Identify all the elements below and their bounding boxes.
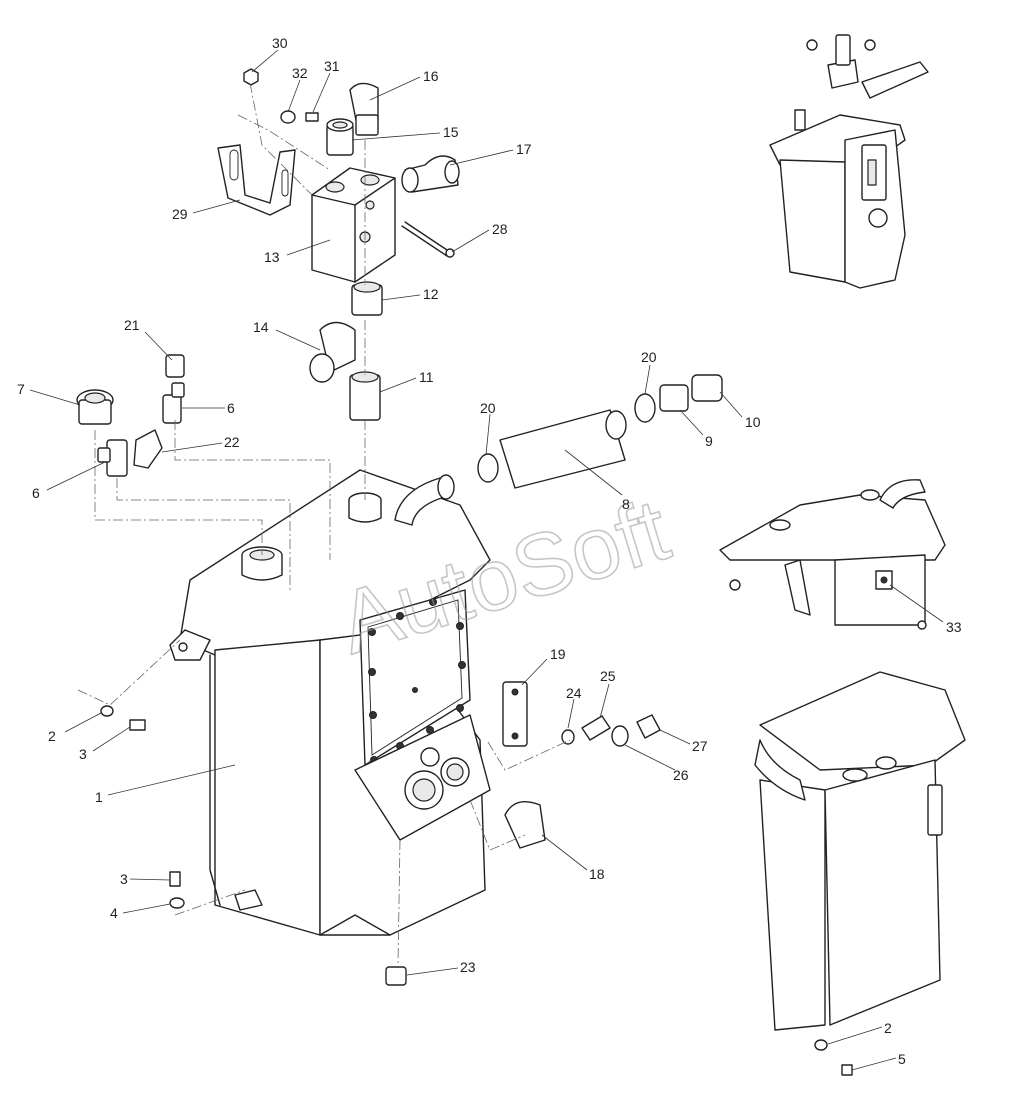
callout-20b: 20 [641,349,657,365]
callout-1: 1 [95,789,103,805]
callout-8: 8 [622,496,630,512]
hydraulic-tank [169,469,491,936]
washer-4 [169,897,185,909]
callout-31: 31 [324,58,340,74]
callout-29: 29 [172,206,188,222]
plug-27 [636,714,661,739]
callout-22: 22 [224,434,240,450]
seal-26 [611,725,629,747]
callout-32: 32 [292,65,308,81]
assembled-tank-view [769,34,929,289]
elbow-fitting-22 [133,429,163,469]
clamp-20b [634,393,656,423]
washer-2a [100,705,114,717]
callout-4: 4 [110,905,118,921]
sleeve-9 [659,384,689,412]
callout-28: 28 [492,221,508,237]
callout-25: 25 [600,668,616,684]
elbow-fitting-18 [504,801,546,849]
callout-2a: 2 [48,728,56,744]
fitting-15 [326,118,354,156]
callout-2b: 2 [884,1020,892,1036]
callout-9: 9 [705,433,713,449]
bolt-28 [404,221,451,253]
screw-3a [129,719,146,731]
callout-13: 13 [264,249,280,265]
callout-21: 21 [124,317,140,333]
washer-32 [280,110,296,124]
tee-fitting-6b [97,439,128,477]
cap-21 [165,354,185,378]
callout-14: 14 [253,319,269,335]
elbow-fitting-17 [401,155,460,193]
clamp-20a [477,453,499,483]
leader-lines [29,49,944,1071]
callout-17: 17 [516,141,532,157]
callout-26: 26 [673,767,689,783]
callout-labels: 30 32 31 16 15 17 29 28 13 12 14 21 11 7… [17,35,962,1067]
bolt-28-head [445,248,455,258]
hose-8 [499,409,627,489]
elbow-fitting-16 [349,82,379,136]
tank-rear-view [754,671,966,1076]
callout-10: 10 [745,414,761,430]
assembly-centerlines [77,82,571,966]
callout-18: 18 [589,866,605,882]
top-frame-view [719,479,946,630]
sensor-25 [581,715,611,741]
breather-7 [76,389,114,425]
callout-19: 19 [550,646,566,662]
connector-10 [691,374,723,402]
elbow-fitting-14 [309,321,356,383]
callout-33: 33 [946,619,962,635]
callout-20a: 20 [480,400,496,416]
sight-gauge-19 [502,681,528,747]
plug-23 [385,966,407,986]
callout-12: 12 [423,286,439,302]
callout-27: 27 [692,738,708,754]
bracket-29 [217,144,296,216]
seal-24 [561,729,575,745]
nut-30 [243,68,259,86]
callout-6b: 6 [32,485,40,501]
callout-15: 15 [443,124,459,140]
adapter-11 [349,371,381,421]
adapter-12 [351,281,383,316]
callout-23: 23 [460,959,476,975]
callout-6a: 6 [227,400,235,416]
tee-fitting-6a [162,382,185,424]
callout-3a: 3 [79,746,87,762]
callout-30: 30 [272,35,288,51]
callout-24: 24 [566,685,582,701]
callout-3b: 3 [120,871,128,887]
screw-3b [169,871,181,887]
screw-31 [305,112,319,122]
callout-5: 5 [898,1051,906,1067]
callout-16: 16 [423,68,439,84]
callout-7: 7 [17,381,25,397]
callout-11: 11 [419,369,434,385]
valve-block [311,167,396,283]
